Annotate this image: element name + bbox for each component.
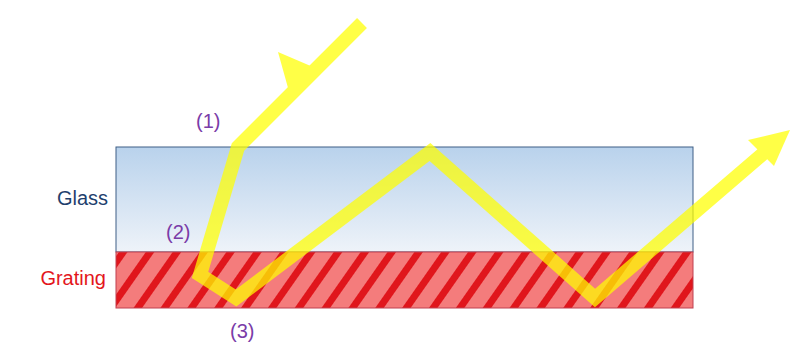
arrow-head [278,52,320,95]
light-ray [200,23,790,298]
callout-number: (2) [166,219,190,245]
callout-number: (3) [230,318,254,344]
arrow-head [748,130,790,166]
layer-label: Grating [40,265,106,291]
callout-number: (1) [196,108,220,134]
layer-label: Glass [57,185,108,211]
